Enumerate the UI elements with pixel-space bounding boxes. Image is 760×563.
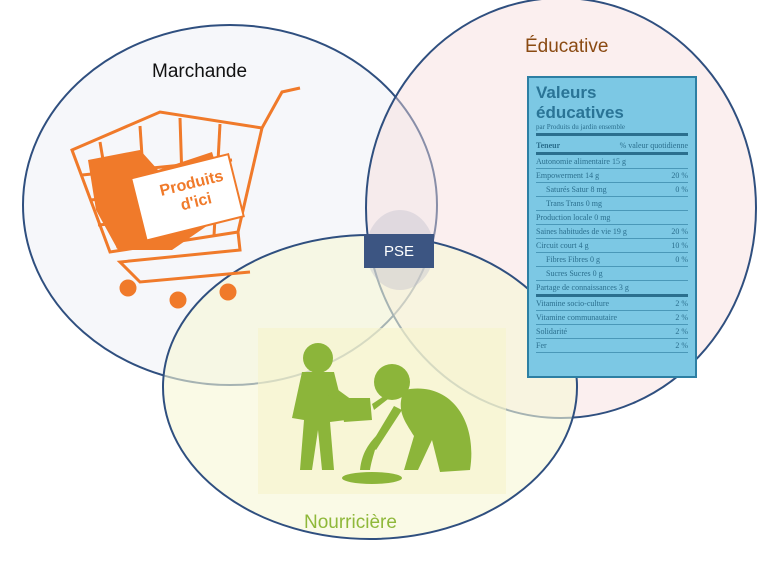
card-row: Autonomie alimentaire 15 g [536, 155, 688, 169]
nutrition-card: Valeurs éducatives par Produits du jardi… [527, 76, 697, 378]
card-row: Vitamine socio-culture 2 % [536, 297, 688, 311]
label-educative: Éducative [525, 36, 609, 57]
card-row-label: Saturés Satur 8 mg [546, 185, 607, 194]
card-row-label: Circuit court 4 g [536, 241, 589, 250]
card-row-value: 2 % [675, 341, 688, 350]
card-header-right: % valeur quotidienne [619, 141, 688, 150]
card-row: Fibres Fibres 0 g 0 % [536, 253, 688, 267]
card-row-value: 2 % [675, 313, 688, 322]
card-row-label: Sucres Sucres 0 g [546, 269, 603, 278]
card-row-label: Vitamine socio-culture [536, 299, 610, 308]
cart-sign [129, 152, 245, 242]
card-row-value: 20 % [671, 227, 688, 236]
card-row: Partage de connaissances 3 g [536, 281, 688, 297]
card-subtitle: par Produits du jardin ensemble [536, 123, 688, 136]
card-row-value: 0 % [675, 185, 688, 194]
card-row-value: 2 % [675, 299, 688, 308]
card-row: Trans Trans 0 mg [536, 197, 688, 211]
card-row: Saines habitudes de vie 19 g 20 % [536, 225, 688, 239]
card-row: Fer 2 % [536, 339, 688, 353]
card-row-label: Empowerment 14 g [536, 171, 600, 180]
card-row-label: Fer [536, 341, 547, 350]
card-row-label: Autonomie alimentaire 15 g [536, 157, 626, 166]
card-row: Production locale 0 mg [536, 211, 688, 225]
card-row-label: Trans Trans 0 mg [546, 199, 602, 208]
card-rows: Autonomie alimentaire 15 g Empowerment 14… [536, 155, 688, 353]
card-row: Saturés Satur 8 mg 0 % [536, 183, 688, 197]
children-planting-icon [292, 343, 472, 484]
card-row-label: Partage de connaissances 3 g [536, 283, 629, 292]
card-row-value: 10 % [671, 241, 688, 250]
card-row-value: 0 % [675, 255, 688, 264]
card-row: Vitamine communautaire 2 % [536, 311, 688, 325]
card-row-label: Fibres Fibres 0 g [546, 255, 600, 264]
card-row: Sucres Sucres 0 g [536, 267, 688, 281]
card-title: Valeurs éducatives [536, 83, 624, 122]
card-row: Circuit court 4 g 10 % [536, 239, 688, 253]
card-row-label: Solidarité [536, 327, 568, 336]
card-header-left: Teneur [536, 141, 561, 150]
card-header: Teneur % valeur quotidienne [536, 139, 688, 155]
pse-badge: PSE [364, 234, 434, 268]
card-row-label: Saines habitudes de vie 19 g [536, 227, 627, 236]
label-marchande: Marchande [152, 61, 248, 82]
card-row: Solidarité 2 % [536, 325, 688, 339]
card-row-label: Production locale 0 mg [536, 213, 611, 222]
card-row-value: 2 % [675, 327, 688, 336]
card-row: Empowerment 14 g 20 % [536, 169, 688, 183]
label-nourriciere: Nourricière [304, 512, 397, 533]
card-row-value: 20 % [671, 171, 688, 180]
card-row-label: Vitamine communautaire [536, 313, 618, 322]
